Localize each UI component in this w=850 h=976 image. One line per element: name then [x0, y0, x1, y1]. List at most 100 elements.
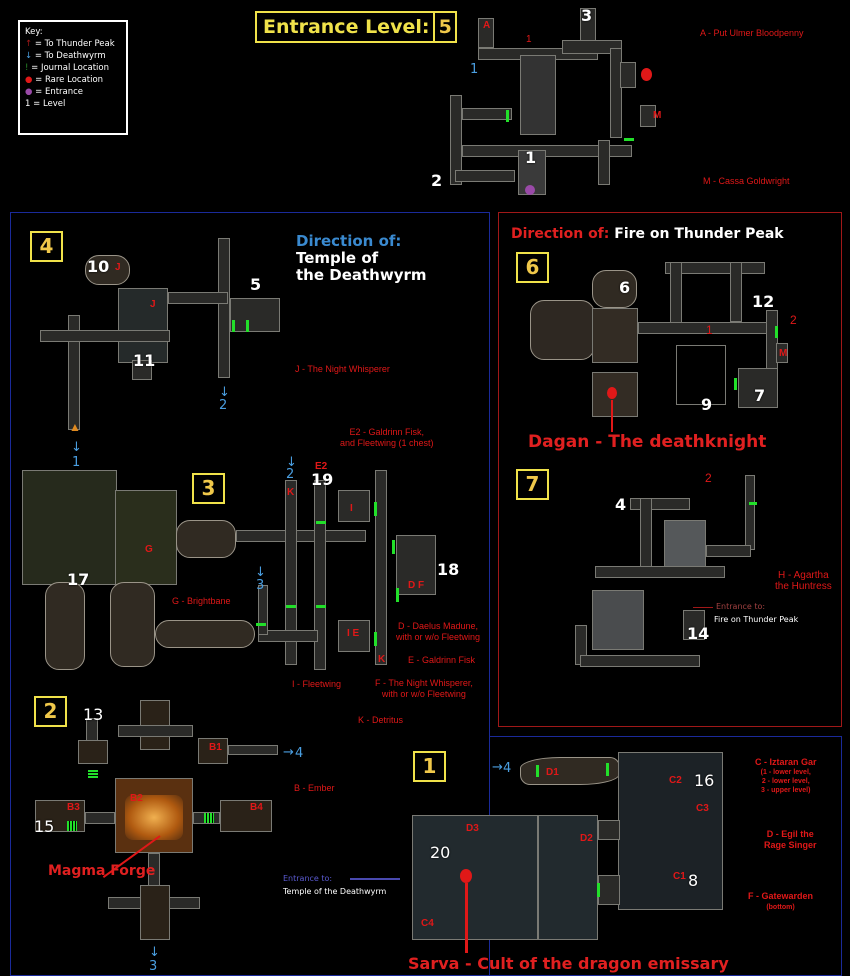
npc-marker-j: J [115, 262, 121, 273]
level-number-icon: 1 [25, 99, 31, 109]
level-marker-16: 16 [694, 771, 715, 790]
level-marker-1: 1 [525, 148, 537, 167]
note-daelus: D - Daelus Madune,with or w/o Fleetwing [396, 621, 481, 642]
level-marker-19: 19 [311, 470, 334, 489]
npc-marker-e2: E2 [315, 461, 328, 472]
to-deathwyrm-arrow-icon: ↓ [149, 945, 160, 960]
note-fleetwing: I - Fleetwing [292, 679, 342, 689]
pointer-line [611, 400, 613, 432]
level-marker-8: 8 [688, 871, 699, 890]
deathwyrm-marker: 2 [219, 398, 228, 413]
npc-marker-b3: B3 [67, 802, 80, 813]
note-ember: B - Ember [294, 783, 335, 793]
npc-marker-b2: B2 [130, 793, 143, 804]
npc-marker-d1: D1 [546, 767, 559, 778]
level-marker-14: 14 [687, 624, 710, 643]
npc-marker-k: K [287, 487, 295, 498]
npc-marker-df: D F [408, 580, 425, 591]
boss-sarva: Sarva - Cult of the dragon emissary [408, 954, 729, 973]
to-deathwyrm-arrow-icon: ↓ [71, 440, 82, 455]
level-box-6: 6 [516, 252, 549, 283]
level-box-1: 1 [413, 751, 446, 782]
npc-marker-m: M [653, 110, 662, 121]
pointer-line [465, 883, 468, 953]
legend-item: ● = Rare Location [25, 75, 104, 85]
red-dot-icon: ● [25, 75, 33, 85]
level-marker-5: 5 [250, 275, 262, 294]
to-deathwyrm-arrow-icon: ↓ [286, 455, 297, 470]
pointer-line [350, 878, 400, 880]
npc-marker-a: A [483, 20, 491, 31]
legend-item: ! = Journal Location [25, 63, 109, 73]
note-detritus: K - Detritus [358, 715, 404, 725]
red-up-arrow-icon: ↑ [25, 39, 33, 49]
npc-marker-c4: C4 [421, 918, 434, 929]
thunder-peak-marker: 2 [705, 471, 712, 485]
level-marker-13: 13 [83, 705, 104, 724]
npc-marker-m: M [779, 348, 788, 359]
level-marker-17: 17 [67, 570, 90, 589]
flame-icon: ▲ [69, 420, 81, 434]
level-marker-11: 11 [133, 351, 156, 370]
level-marker-12: 12 [752, 292, 775, 311]
entrance-marker [525, 185, 535, 195]
level-box-4: 4 [30, 231, 63, 262]
rare-location-marker [641, 68, 652, 81]
to-deathwyrm-arrow-icon: ↓ [219, 385, 230, 400]
map-legend: Key: ↑ = To Thunder Peak ↓ = To Deathwyr… [18, 20, 128, 135]
npc-marker-d2: D2 [580, 833, 593, 844]
deathwyrm-marker: 3 [149, 959, 158, 974]
deathwyrm-marker: 2 [286, 467, 295, 482]
npc-marker-j: J [150, 299, 156, 310]
npc-marker-ie: I E [347, 628, 360, 639]
level-box-2: 2 [34, 696, 67, 727]
level-marker-3: 3 [581, 6, 593, 25]
legend-item: ↑ = To Thunder Peak [25, 39, 115, 49]
direction-thunder-peak: Direction of: Fire on Thunder Peak [511, 226, 784, 242]
level-marker-18: 18 [437, 560, 460, 579]
npc-marker-i: I [350, 503, 353, 514]
level-marker-9: 9 [701, 395, 713, 414]
deathwyrm-marker: 3 [256, 578, 265, 593]
note-put-ulmer: A - Put Ulmer Bloodpenny [700, 28, 804, 38]
level-box-3: 3 [192, 473, 225, 504]
thunder-peak-region-frame [498, 212, 842, 727]
magma-forge-label: Magma Forge [48, 863, 156, 879]
entrance-target[interactable]: Temple of the Deathwyrm [283, 887, 387, 896]
legend-item: ↓ = To Deathwyrm [25, 51, 106, 61]
level-marker-4: 4 [615, 495, 627, 514]
npc-marker-b4: B4 [250, 802, 263, 813]
purple-dot-icon: ● [25, 87, 33, 97]
to-deathwyrm-arrow-icon: → [492, 760, 503, 775]
level-marker-20: 20 [430, 843, 451, 862]
note-galdrinn: E - Galdrinn Fisk [408, 655, 476, 665]
entrance-level-title: Entrance Level: 5 [255, 11, 457, 43]
npc-marker-c1: C1 [673, 871, 686, 882]
legend-item: 1 = Level [25, 99, 66, 109]
level-marker-15: 15 [34, 817, 55, 836]
magma-forge-glow [125, 795, 183, 840]
npc-marker-c2: C2 [669, 775, 682, 786]
note-e2: E2 - Galdrinn Fisk,and Fleetwing (1 ches… [340, 427, 434, 448]
npc-marker-k: K [378, 654, 386, 665]
deathwyrm-marker: 4 [295, 746, 304, 761]
note-iztaran: C - Iztaran Gar(1 - lower level,2 - lowe… [755, 757, 817, 794]
npc-marker-c3: C3 [696, 803, 709, 814]
note-brightbane: G - Brightbane [172, 596, 231, 606]
level-marker-2: 2 [431, 171, 443, 190]
entrance-label: Entrance to: [283, 874, 333, 883]
rare-location-marker [607, 387, 617, 399]
journal-icon: ! [25, 63, 29, 73]
entrance-target[interactable]: Fire on Thunder Peak [714, 615, 799, 624]
note-gatewarden: F - Gatewarden(bottom) [748, 891, 814, 911]
thunder-peak-marker: 2 [790, 313, 797, 327]
deathwyrm-marker: 1 [72, 455, 81, 470]
pointer-line [693, 607, 713, 608]
level-marker-10: 10 [87, 257, 110, 276]
thunder-peak-marker: 1 [526, 34, 532, 45]
level-marker-7: 7 [754, 386, 766, 405]
to-deathwyrm-arrow-icon: → [283, 745, 294, 760]
thunder-peak-marker: 1 [706, 323, 713, 337]
